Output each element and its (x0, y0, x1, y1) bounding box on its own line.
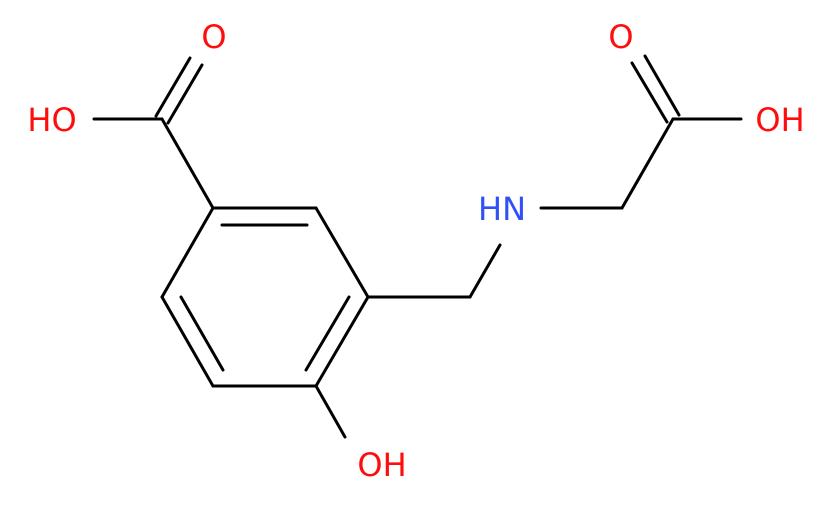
atom-label-oh-left: HO (27, 101, 76, 139)
bond-ch2-to-carboxyl (620, 117, 675, 210)
atom-label-nh: HN (478, 190, 526, 228)
atom-label-oh-phenol: OH (357, 446, 406, 484)
atom-label-o-right: O (608, 18, 633, 56)
bond-carboxyl-double-b (166, 63, 204, 125)
bond-ring-c2-c3 (314, 206, 370, 299)
bond-ring-to-phenol (314, 384, 347, 439)
bond-ring-c5-c6 (160, 295, 215, 388)
bond-ring-c3-c4 (314, 295, 370, 388)
bond-ring-c3-c4-inner (304, 295, 351, 372)
bond-ring-to-carboxyl (160, 117, 215, 210)
atom-label-o-left: O (201, 18, 226, 56)
bond-ring-c6-c1 (160, 206, 215, 299)
bond-ch2-to-nh (468, 243, 502, 299)
bond-ring-c5-c6-inner (179, 295, 225, 372)
atom-label-oh-right: OH (755, 101, 804, 139)
bond-right-carboxyl-double-b (643, 54, 681, 117)
bond-right-carboxyl-double-a (630, 61, 669, 124)
bond-carboxyl-double-a (154, 56, 192, 118)
